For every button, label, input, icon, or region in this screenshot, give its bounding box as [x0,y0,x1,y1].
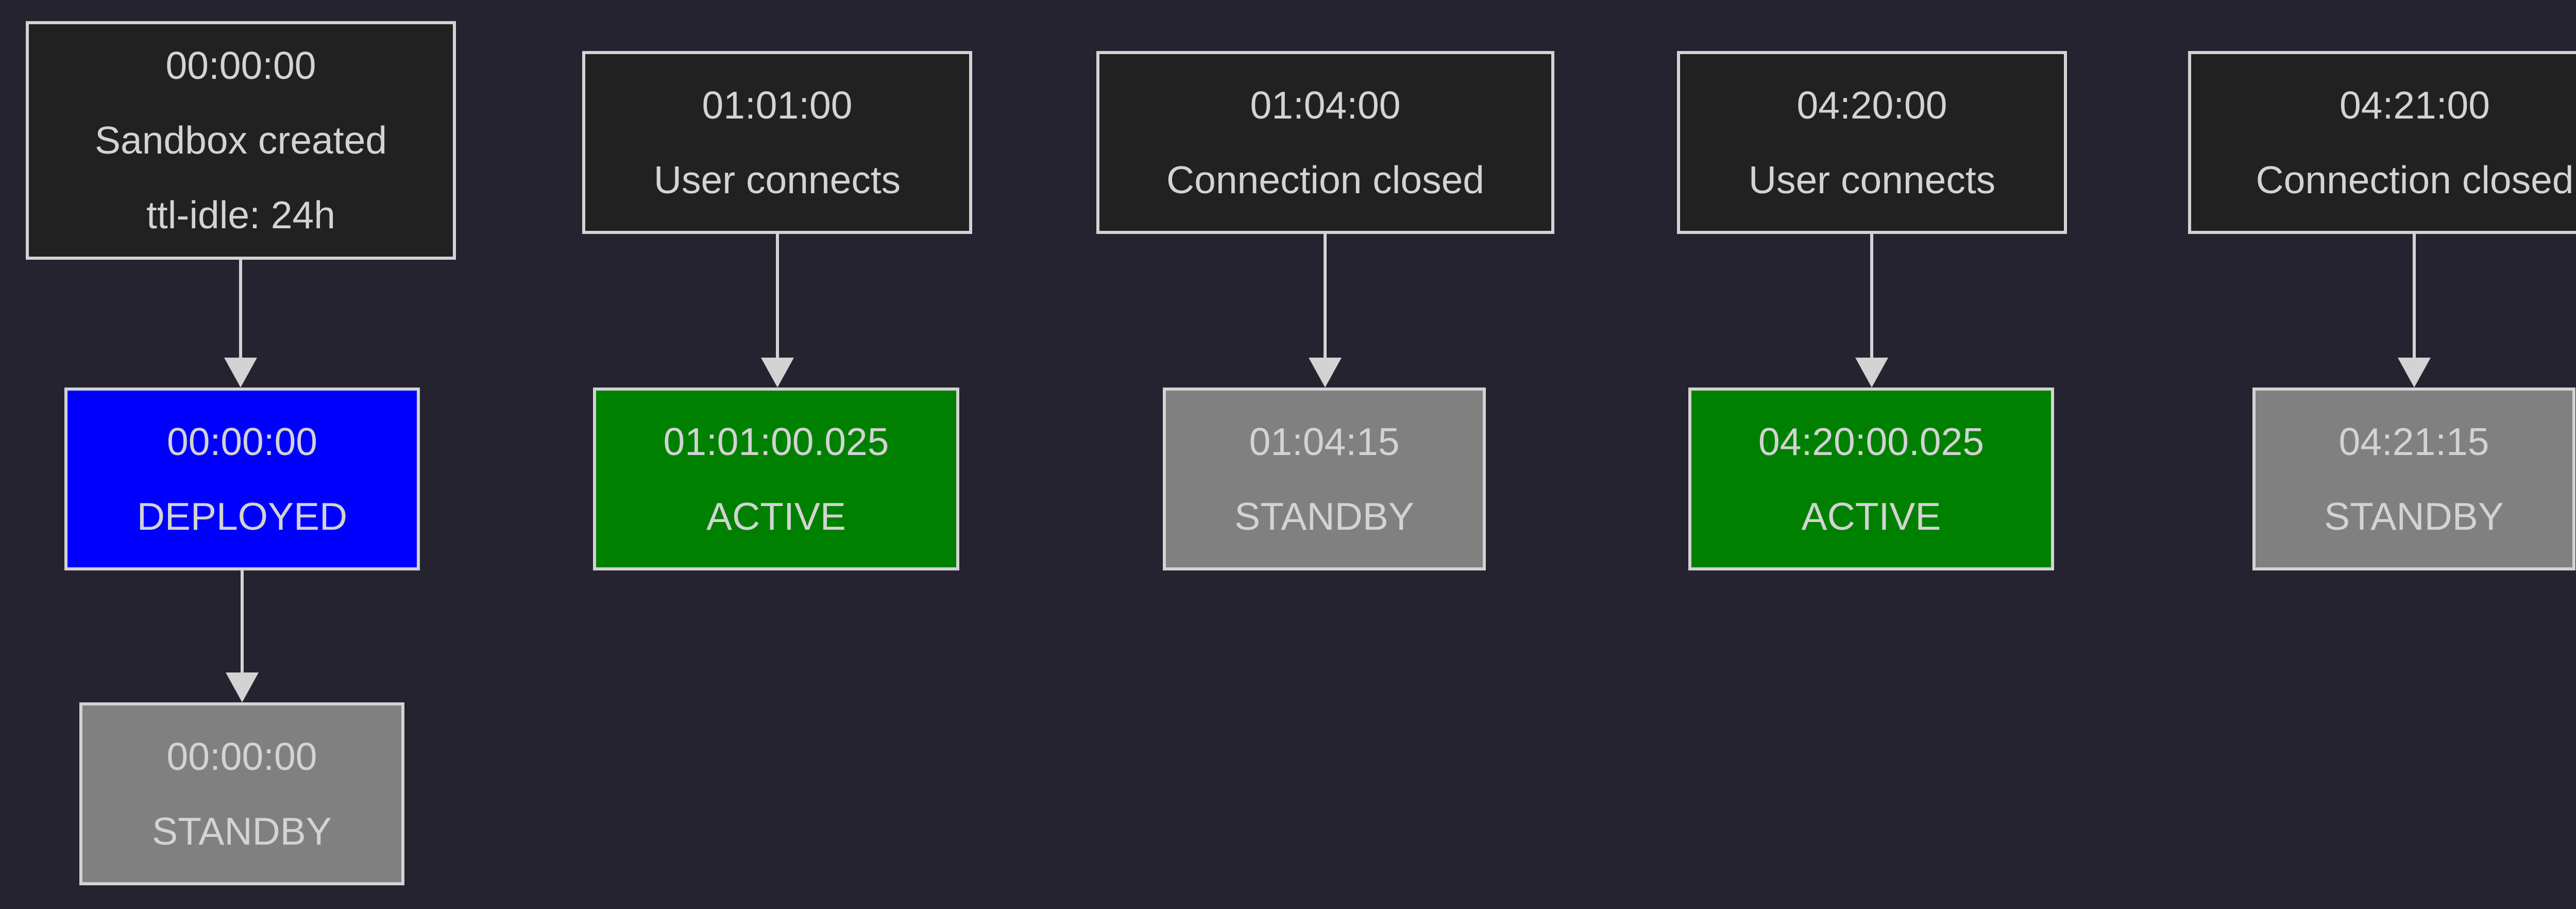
arrow-head-icon [2398,358,2431,388]
arrow-head-icon [761,358,794,388]
arrow-connection-closed-to-standby-2 [2398,234,2431,388]
arrow-stem [776,234,779,358]
arrow-head-icon [226,672,259,702]
event-time: 00:00:00 [165,44,316,87]
arrow-user-connects-to-active-1 [761,234,794,388]
arrow-head-icon [224,358,257,388]
event-label: User connects [1748,158,1996,201]
state-time: 00:00:00 [167,419,317,463]
state-status: STANDBY [1234,494,1414,538]
event-node-connection-closed-1: 01:04:00 Connection closed [1096,51,1554,234]
event-node-sandbox-created: 00:00:00 Sandbox created ttl-idle: 24h [26,21,456,260]
arrow-stem [241,570,244,672]
state-time: 04:21:15 [2338,419,2489,463]
arrow-head-icon [1309,358,1342,388]
arrow-connection-closed-to-standby-1 [1309,234,1342,388]
arrow-stem [2413,234,2416,358]
state-node-standby-initial: 00:00:00 STANDBY [79,702,404,885]
state-node-standby-2: 04:21:15 STANDBY [2252,388,2575,570]
state-node-standby-1: 01:04:15 STANDBY [1163,388,1486,570]
state-status: STANDBY [152,809,332,853]
event-label: Sandbox created [94,119,387,162]
arrow-sandbox-created-to-deployed [224,260,257,388]
state-status: ACTIVE [1801,494,1941,538]
event-time: 01:04:00 [1250,83,1401,127]
arrow-stem [1324,234,1327,358]
event-label: Connection closed [1166,158,1485,201]
state-node-deployed: 00:00:00 DEPLOYED [64,388,420,570]
state-node-active-2: 04:20:00.025 ACTIVE [1688,388,2054,570]
arrow-deployed-to-standby [226,570,259,702]
event-time: 01:01:00 [702,83,853,127]
arrow-stem [1870,234,1873,358]
event-time: 04:21:00 [2340,83,2490,127]
state-time: 01:01:00.025 [663,419,889,463]
event-node-user-connects-2: 04:20:00 User connects [1677,51,2067,234]
event-label: Connection closed [2256,158,2574,201]
state-node-active-1: 01:01:00.025 ACTIVE [593,388,959,570]
state-time: 04:20:00.025 [1758,419,1984,463]
event-time: 04:20:00 [1797,83,1947,127]
arrow-stem [239,260,242,358]
state-status: DEPLOYED [137,494,348,538]
arrow-head-icon [1855,358,1888,388]
state-status: STANDBY [2324,494,2504,538]
state-time: 00:00:00 [166,734,317,778]
state-status: ACTIVE [706,494,846,538]
event-detail: ttl-idle: 24h [146,193,335,237]
event-node-user-connects-1: 01:01:00 User connects [582,51,972,234]
event-node-connection-closed-2: 04:21:00 Connection closed [2188,51,2576,234]
state-time: 01:04:15 [1249,419,1400,463]
event-label: User connects [653,158,901,201]
arrow-user-connects-to-active-2 [1855,234,1888,388]
